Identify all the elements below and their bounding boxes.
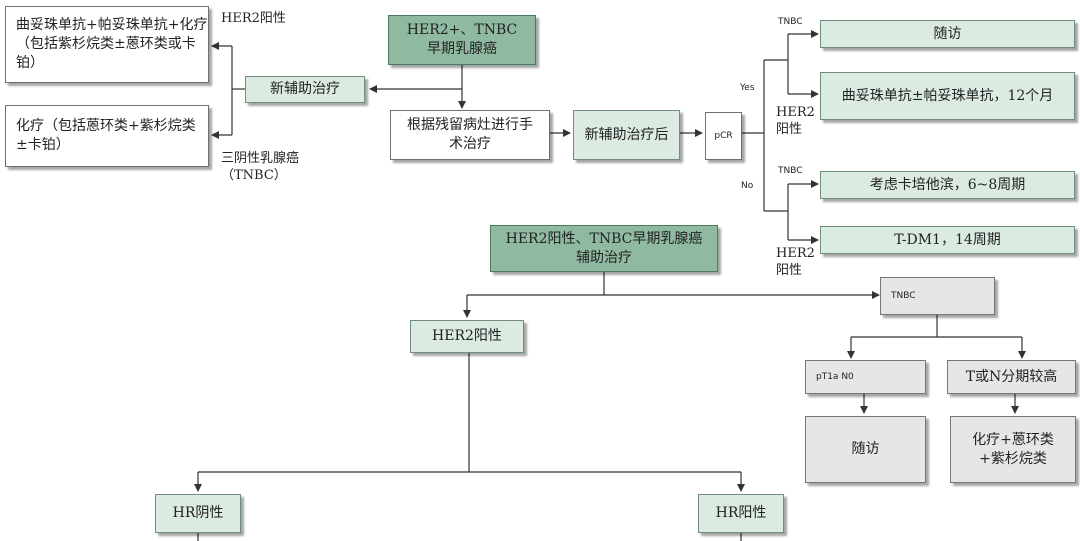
- no-label: No: [741, 181, 754, 191]
- yes-label: Yes: [740, 83, 755, 93]
- her2-tag-1: HER2 阳性: [776, 105, 815, 137]
- adjuvant-start-node: HER2阳性、TNBC早期乳腺癌辅助治疗: [490, 225, 718, 272]
- neoadjuvant-text: 新辅助治疗: [270, 81, 340, 97]
- hr-positive-node: HR阳性: [698, 494, 784, 533]
- tnbc-label: 三阴性乳腺癌（TNBC）: [221, 151, 300, 183]
- tnbc-node: TNBC: [880, 277, 995, 315]
- her2-pcr-regimen-text: 曲妥珠单抗±帕妥珠单抗，12个月: [841, 87, 1054, 104]
- tnbc-regimen-text: 化疗（包括蒽环类+紫杉烷类±卡铂）: [16, 118, 196, 153]
- hr-negative-text: HR阴性: [172, 505, 224, 521]
- pt1a-node: pT1a N0: [805, 360, 926, 394]
- pt1a-text: pT1a N0: [816, 371, 854, 382]
- surgery-node: 根据残留病灶进行手术治疗: [390, 110, 550, 160]
- pcr-node: pCR: [705, 112, 742, 160]
- her2-positive-text: HER2阳性: [432, 328, 502, 344]
- start-node-text: HER2+、TNBC早期乳腺癌: [406, 22, 518, 57]
- her2-positive-node: HER2阳性: [410, 320, 524, 353]
- follow-up-text: 随访: [933, 25, 962, 42]
- hr-negative-node: HR阴性: [155, 494, 241, 533]
- tnbc-text: TNBC: [891, 290, 916, 301]
- her2-regimen-box: 曲妥珠单抗+帕妥珠单抗+化疗（包括紫杉烷类±蒽环类或卡铂）: [5, 6, 209, 83]
- neoadjuvant-node: 新辅助治疗: [245, 76, 365, 103]
- follow-up-node-2: 随访: [805, 416, 926, 483]
- start-node: HER2+、TNBC早期乳腺癌: [388, 15, 536, 65]
- chemo-node: 化疗+蒽环类+紫杉烷类: [950, 416, 1076, 483]
- follow-up-node-1: 随访: [820, 20, 1075, 48]
- her2-positive-label: HER2阳性: [221, 11, 286, 26]
- hr-positive-text: HR阳性: [715, 505, 767, 521]
- adjuvant-start-text: HER2阳性、TNBC早期乳腺癌辅助治疗: [505, 230, 703, 266]
- surgery-text: 根据残留病灶进行手术治疗: [407, 117, 533, 152]
- high-stage-node: T或N分期较高: [947, 360, 1076, 394]
- after-neoadjuvant-text: 新辅助治疗后: [584, 126, 669, 143]
- capecitabine-node: 考虑卡培他滨，6~8周期: [820, 171, 1075, 199]
- tnbc-tag-2: TNBC: [778, 166, 803, 176]
- her2-pcr-regimen-node: 曲妥珠单抗±帕妥珠单抗，12个月: [820, 72, 1075, 120]
- pcr-text: pCR: [714, 130, 733, 141]
- after-neoadjuvant-node: 新辅助治疗后: [573, 110, 680, 160]
- her2-regimen-text: 曲妥珠单抗+帕妥珠单抗+化疗（包括紫杉烷类±蒽环类或卡铂）: [16, 17, 208, 71]
- high-stage-text: T或N分期较高: [965, 368, 1058, 385]
- follow-up-text-2: 随访: [851, 441, 880, 457]
- chemo-text: 化疗+蒽环类+紫杉烷类: [972, 431, 1054, 467]
- tnbc-regimen-box: 化疗（包括蒽环类+紫杉烷类±卡铂）: [5, 105, 209, 167]
- tdm1-text: T-DM1，14周期: [894, 231, 1001, 248]
- tnbc-tag-1: TNBC: [778, 17, 803, 27]
- tdm1-node: T-DM1，14周期: [820, 226, 1075, 254]
- her2-tag-2: HER2 阳性: [776, 246, 815, 278]
- capecitabine-text: 考虑卡培他滨，6~8周期: [869, 176, 1026, 193]
